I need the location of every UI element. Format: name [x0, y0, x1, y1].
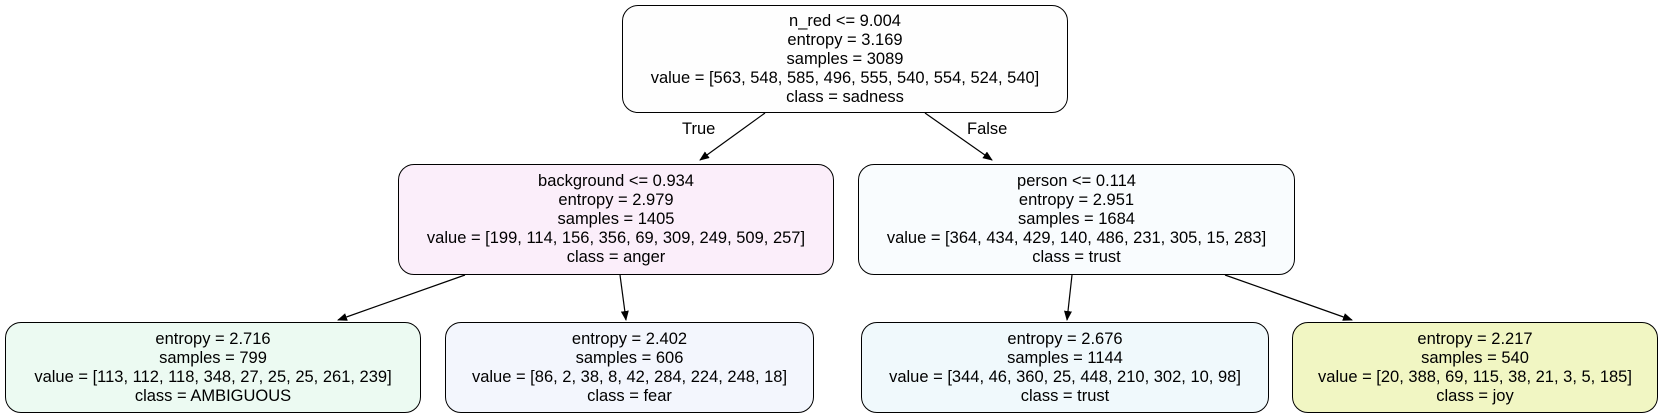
node-samples: samples = 799: [159, 348, 267, 367]
node-class: class = anger: [566, 248, 666, 266]
node-class: class = fear: [587, 386, 672, 405]
node-samples: samples = 1684: [1018, 210, 1135, 228]
node-class: class = sadness: [786, 87, 904, 106]
edge-root-right: [924, 112, 993, 161]
node-value: value = [563, 548, 585, 496, 555, 540, 5…: [650, 68, 1040, 87]
node-entropy: entropy = 3.169: [787, 30, 903, 49]
edge-right-rightleaf: [1224, 274, 1353, 321]
node-value: value = [86, 2, 38, 8, 42, 284, 224, 248…: [471, 367, 788, 386]
tree-leaf-right-right: entropy = 2.217 samples = 540 value = [2…: [1292, 322, 1658, 413]
tree-leaf-right-left: entropy = 2.676 samples = 1144 value = […: [861, 322, 1269, 413]
node-class: class = AMBIGUOUS: [134, 386, 292, 405]
tree-leaf-left-right: entropy = 2.402 samples = 606 value = [8…: [445, 322, 814, 413]
edge-label-false: False: [967, 120, 1008, 138]
tree-leaf-left-left: entropy = 2.716 samples = 799 value = [1…: [5, 322, 421, 413]
node-entropy: entropy = 2.676: [1007, 329, 1123, 348]
node-class: class = joy: [1436, 386, 1514, 405]
node-value: value = [20, 388, 69, 115, 38, 21, 3, 5,…: [1318, 367, 1632, 386]
node-value: value = [113, 112, 118, 348, 27, 25, 25,…: [34, 367, 392, 386]
edge-right-leftleaf: [1064, 274, 1073, 321]
node-entropy: entropy = 2.951: [1018, 191, 1135, 209]
tree-node-root: n_red <= 9.004 entropy = 3.169 samples =…: [622, 5, 1068, 113]
edge-root-left: [699, 112, 766, 161]
tree-node-right: person <= 0.114 entropy = 2.951 samples …: [858, 164, 1295, 275]
edge-left-rightleaf: [619, 274, 629, 321]
edge-label-true: True: [682, 120, 716, 138]
node-samples: samples = 540: [1421, 348, 1529, 367]
node-class: class = trust: [1020, 386, 1110, 405]
node-value: value = [344, 46, 360, 25, 448, 210, 302…: [889, 367, 1241, 386]
tree-node-left: background <= 0.934 entropy = 2.979 samp…: [398, 164, 834, 275]
node-samples: samples = 3089: [786, 49, 904, 68]
node-split-rule: background <= 0.934: [538, 172, 694, 190]
node-entropy: entropy = 2.217: [1417, 329, 1533, 348]
node-value: value = [199, 114, 156, 356, 69, 309, 24…: [426, 229, 806, 247]
node-entropy: entropy = 2.402: [571, 329, 688, 348]
node-value: value = [364, 434, 429, 140, 486, 231, 3…: [886, 229, 1267, 247]
node-samples: samples = 606: [575, 348, 684, 367]
node-samples: samples = 1144: [1007, 348, 1123, 367]
node-class: class = trust: [1032, 248, 1121, 266]
node-entropy: entropy = 2.716: [155, 329, 271, 348]
node-split-rule: n_red <= 9.004: [789, 11, 901, 30]
node-split-rule: person <= 0.114: [1017, 172, 1136, 190]
node-samples: samples = 1405: [557, 210, 675, 228]
node-entropy: entropy = 2.979: [558, 191, 674, 209]
edge-left-leftleaf: [337, 274, 466, 321]
